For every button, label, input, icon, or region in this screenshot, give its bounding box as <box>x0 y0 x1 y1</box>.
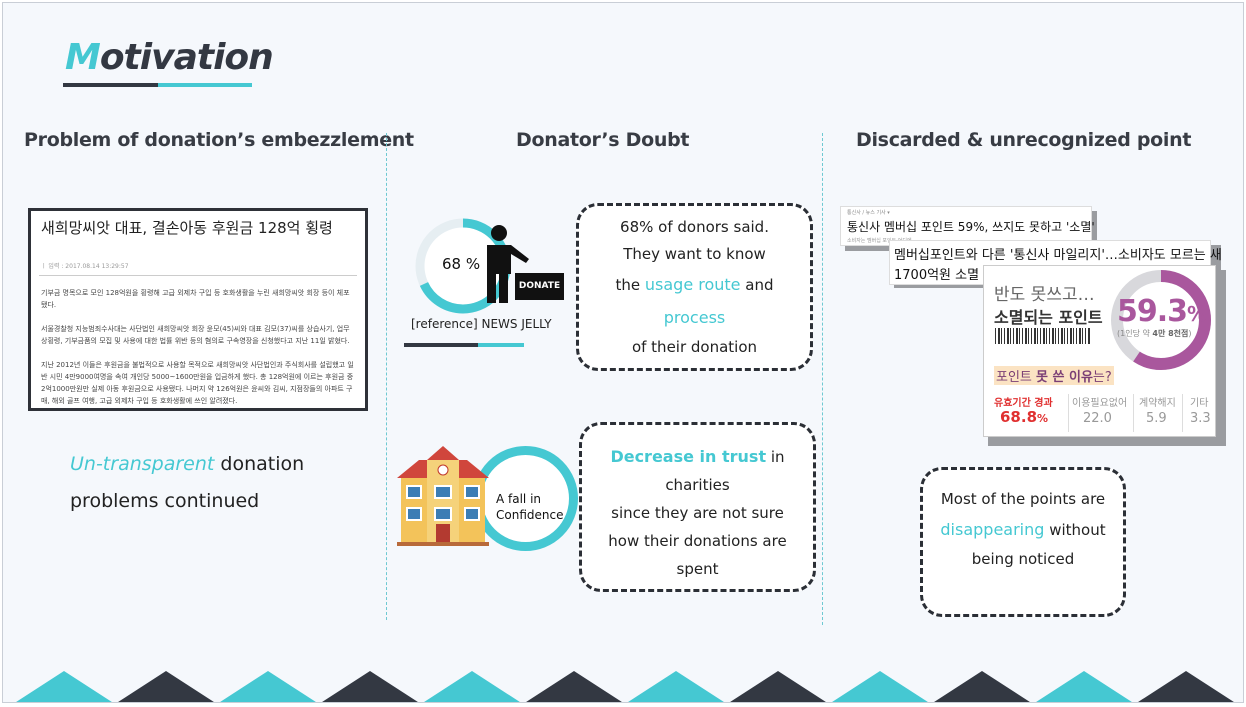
percent-donut <box>1111 270 1211 370</box>
reason-question-pre: 포인트 <box>996 370 1037 385</box>
bubble3-line2-post: without <box>1044 521 1106 539</box>
bubble2-line1-post: in <box>766 448 785 466</box>
title-underline-teal <box>158 83 252 87</box>
bubble1-line5: of their donation <box>631 338 758 356</box>
bubble2-line1: Decrease in trust in <box>582 445 813 469</box>
title-first-letter: M <box>65 37 101 78</box>
reason-3-value: 5.9 <box>1146 411 1167 426</box>
reason-4-label: 기타 <box>1190 398 1209 409</box>
bubble1-line2: They want to know <box>623 245 766 263</box>
reason-1-label: 유효기간 경과 <box>994 398 1053 409</box>
news-divider <box>39 275 357 276</box>
divider-right <box>822 133 823 625</box>
big-percent: 59.3% <box>1117 294 1207 329</box>
caption-line2: problems continued <box>70 490 260 512</box>
headline2-line1: 멤버십포인트와 다른 '통신사 마일리지'…소비자도 모르는 새 <box>894 248 1222 263</box>
reason-1-unit: % <box>1037 412 1049 425</box>
bubble1-line3-pre: the <box>615 276 645 294</box>
donor-percent-label: 68 % <box>442 255 481 273</box>
fall-line2: Confidence <box>496 508 564 522</box>
news-article: 새희망씨앗 대표, 결손아동 후원금 128억 횡령 ㅣ 입력 : 2017.0… <box>28 208 368 411</box>
reason-separator-3 <box>1182 394 1183 432</box>
caption-emphasis: Un-transparent <box>70 453 215 475</box>
divider-left <box>386 133 387 620</box>
headline1-text: 통신사 멤버십 포인트 59%, 쓰지도 못하고 '소멸' <box>847 220 1095 234</box>
news-paragraph-2: 서울경찰청 지능범죄수사대는 사단법인 새희망씨앗 회장 윤모(45)씨와 대표… <box>41 325 350 345</box>
bubble3-line3: being noticed <box>971 550 1075 568</box>
reason-3-label: 계약해지 <box>1139 398 1176 409</box>
reason-1-number: 68.8 <box>1000 408 1038 426</box>
bubble1-line1: 68% of donors said. <box>620 218 769 236</box>
bubble3-line2: disappearing without <box>923 518 1123 542</box>
infographic-title-2: 소멸되는 포인트 <box>994 308 1103 327</box>
points-infographic: 반도 못쓰고… 소멸되는 포인트 59.3% (1인당 약 4만 8천점) 포인… <box>983 265 1216 437</box>
big-percent-unit: % <box>1187 302 1207 326</box>
news-headline: 새희망씨앗 대표, 결손아동 후원금 128억 횡령 <box>41 219 333 237</box>
reason-2-label: 이용필요없어 <box>1072 398 1128 409</box>
headline-card-2: 멤버십포인트와 다른 '통신사 마일리지'…소비자도 모르는 새 1700억원 … <box>889 240 1222 285</box>
fall-in-confidence-label: A fall in Confidence <box>496 491 563 523</box>
big-percent-value: 59.3 <box>1117 294 1188 329</box>
charity-building-icon <box>397 446 489 546</box>
triangle-footer <box>16 671 1234 702</box>
news-paragraph-3: 지난 2012년 이들은 후원금을 불법적으로 사용할 목적으로 새희망씨앗 사… <box>41 361 354 405</box>
process-text: process <box>663 308 726 327</box>
left-caption: Un-transparent donation problems continu… <box>70 446 304 520</box>
usage-route-text: usage route <box>644 275 741 294</box>
per-person-pre: (1인당 약 <box>1117 329 1153 338</box>
bubble2-line2: charities <box>665 476 730 494</box>
infographic-title-1: 반도 못쓰고… <box>994 285 1095 305</box>
right-column-heading: Discarded & unrecognized point <box>856 129 1192 151</box>
per-person-bold: 4만 8천점 <box>1152 329 1189 338</box>
bubble3-line1: Most of the points are <box>940 490 1106 508</box>
reference-underline-teal <box>478 343 524 347</box>
disappearing-text: disappearing <box>940 520 1045 539</box>
reference-underline-dark <box>404 343 478 347</box>
news-paragraph-1: 기부금 명목으로 모인 128억원을 횡령해 고급 외제차 구입 등 호화생활을… <box>41 289 350 309</box>
reason-separator-1 <box>1068 394 1069 432</box>
left-column-heading: Problem of donation’s embezzlement <box>24 129 414 151</box>
headline-card-1: 통신사 / 뉴스 기사 ▾ 통신사 멤버십 포인트 59%, 쓰지도 못하고 '… <box>840 206 1095 246</box>
caption-line1: donation <box>214 453 305 475</box>
donor-quote-bubble: 68% of donors said. They want to know th… <box>576 203 813 371</box>
reason-1-value: 68.8% <box>1000 408 1048 426</box>
middle-column-heading: Donator’s Doubt <box>516 129 690 151</box>
per-person-post: ) <box>1188 329 1192 338</box>
news-date: ㅣ 입력 : 2017.08.14 13:29:57 <box>41 263 129 270</box>
bubble2-line5: spent <box>676 560 719 578</box>
person-donating-icon <box>487 225 529 303</box>
reason-2-value: 22.0 <box>1083 411 1112 426</box>
decrease-in-trust-text: Decrease in trust <box>610 447 767 466</box>
reason-4-value: 3.3 <box>1190 411 1211 426</box>
reason-question: 포인트 못 쓴 이유는? <box>994 366 1114 385</box>
bubble2-line3: since they are not sure <box>611 504 784 522</box>
title-rest: otivation <box>99 37 274 78</box>
bubble2-line4: how their donations are <box>608 532 787 550</box>
barcode <box>995 328 1090 344</box>
disappearing-points-bubble: Most of the points are disappearing with… <box>920 467 1126 617</box>
reason-question-post: 는? <box>1092 370 1112 385</box>
headline2-line2: 1700억원 소멸 <box>894 268 980 283</box>
headline1-small: 통신사 / 뉴스 기사 ▾ <box>847 210 890 216</box>
title-underline-dark <box>63 83 158 87</box>
fall-line1: A fall in <box>496 492 542 506</box>
reason-question-bold: 못 쓴 이유 <box>1036 370 1093 385</box>
reason-separator-2 <box>1133 394 1134 432</box>
reference-label: [reference] NEWS JELLY <box>411 317 552 331</box>
trust-bubble: Decrease in trust in charities since the… <box>579 422 816 592</box>
headline1-sub: 소비자는 멤버십 포인트 어디에 <box>847 238 912 244</box>
per-person: (1인당 약 4만 8천점) <box>1117 328 1192 339</box>
donate-box-icon: DONATE <box>515 273 564 300</box>
page-title: Motivation <box>65 37 274 78</box>
bubble1-line3-post: and <box>740 276 774 294</box>
bubble1-line3: the usage route and <box>579 273 810 297</box>
